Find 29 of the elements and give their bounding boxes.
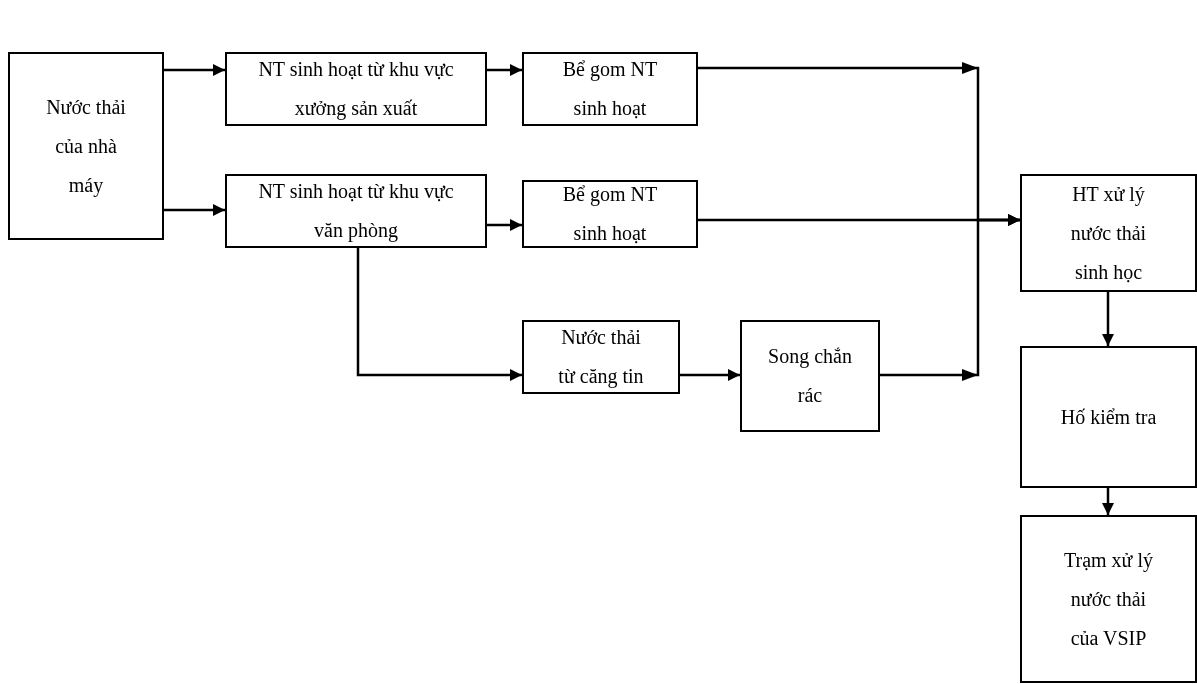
arrow — [164, 204, 225, 216]
arrow — [164, 64, 225, 76]
box-label: HT xử lý nước thải sinh học — [1069, 181, 1148, 285]
process-box — [1020, 174, 1197, 292]
arrow — [487, 64, 522, 76]
box-label: Nước thải của nhà máy — [46, 94, 126, 199]
process-box — [225, 174, 487, 248]
box-label: NT sinh hoạt từ khu vực xưởng sản xuất — [257, 57, 455, 122]
arrow — [356, 248, 522, 381]
arrow — [1102, 488, 1114, 515]
box-label: Bể gom NT sinh hoạt — [561, 182, 659, 246]
arrow — [680, 369, 740, 381]
arrow — [487, 219, 522, 231]
process-box — [522, 320, 680, 394]
process-box — [522, 180, 698, 248]
process-box — [225, 52, 487, 126]
box-label: Bể gom NT sinh hoạt — [561, 57, 659, 121]
box-label: Nước thải từ căng tin — [557, 325, 645, 390]
box-label: NT sinh hoạt từ khu vực văn phòng — [257, 179, 455, 244]
arrow — [1102, 292, 1114, 346]
process-box — [740, 320, 880, 432]
process-box — [8, 52, 164, 240]
arrow — [880, 214, 1020, 377]
box-label: Trạm xử lý nước thải của VSIP — [1063, 547, 1154, 651]
process-box — [1020, 346, 1197, 488]
box-label: Song chắn rác — [767, 344, 853, 408]
process-box — [1020, 515, 1197, 683]
box-label: Hố kiểm tra — [1060, 404, 1157, 430]
process-box — [522, 52, 698, 126]
